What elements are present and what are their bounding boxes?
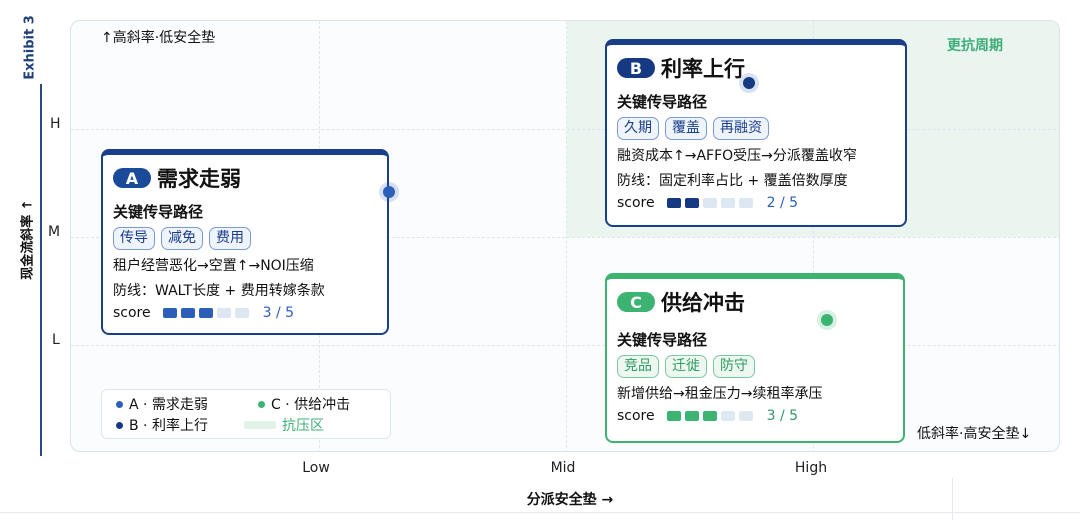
legend-item-b: B · 利率上行 (116, 415, 208, 435)
score-segment (720, 198, 735, 208)
score-segment (198, 308, 213, 318)
legend-dot-icon (258, 400, 265, 408)
tag-chip: 费用 (209, 227, 251, 250)
tag-chip: 传导 (113, 227, 155, 250)
score-segment (234, 308, 249, 318)
left-rule (40, 84, 42, 456)
divider (0, 512, 1080, 513)
grid-line (813, 21, 814, 451)
score-value: 3 / 5 (766, 408, 799, 424)
card-title: 供给冲击 (661, 291, 745, 315)
grid-line (71, 345, 1059, 346)
scenario-card-a: A 需求走弱 关键传导路径 传导 减免 费用 租户经营恶化→空置↑→NOI压缩 … (101, 149, 389, 335)
tag-chip: 迁徙 (665, 355, 707, 378)
x-tick-high: High (794, 460, 828, 476)
card-path-text: 租户经营恶化→空置↑→NOI压缩 (113, 258, 314, 274)
x-tick-mid: Mid (550, 460, 576, 476)
x-axis-label: 分派安全垫 → (526, 492, 614, 508)
tag-chip: 减免 (161, 227, 203, 250)
divider (952, 478, 953, 520)
score-segment (702, 198, 717, 208)
score-segment (216, 308, 231, 318)
y-axis-label: 现金流斜率 ↑ (20, 199, 36, 280)
score-row: score 3 / 5 (113, 305, 375, 321)
legend-item-a: A · 需求走弱 (116, 394, 208, 414)
card-section-title: 关键传导路径 (113, 203, 204, 221)
corner-label-bottom-right: 低斜率·高安全垫↓ (917, 426, 1032, 442)
score-segment (666, 198, 681, 208)
y-tick-high: H (50, 116, 61, 132)
legend: A · 需求走弱 B · 利率上行 C · 供给冲击 抗压区 (101, 389, 391, 439)
legend-label: C · 供给冲击 (271, 397, 351, 413)
score-segment (738, 198, 753, 208)
score-segment (180, 308, 195, 318)
score-segment (666, 411, 681, 421)
scenario-card-c: C 供给冲击 关键传导路径 竞品 迁徙 防守 新增供给→租金压力→续租率承压 s… (605, 273, 905, 443)
x-tick-low: Low (302, 460, 330, 476)
card-title: 利率上行 (661, 57, 745, 81)
legend-label: A · 需求走弱 (129, 397, 208, 413)
scenario-marker-b (743, 77, 755, 89)
y-tick-mid: M (48, 224, 61, 240)
card-path-text: 融资成本↑→AFFO受压→分派覆盖收窄 (617, 148, 857, 164)
legend-item-zone: 抗压区 (244, 415, 324, 435)
score-segment (684, 411, 699, 421)
score-label: score (113, 305, 151, 321)
score-row: score 2 / 5 (617, 195, 893, 211)
card-badge: B (617, 58, 655, 78)
score-row: score 3 / 5 (617, 408, 891, 424)
tag-chip: 久期 (617, 117, 659, 140)
tag-chip: 再融资 (713, 117, 769, 140)
score-segment (702, 411, 717, 421)
exhibit-label: Exhibit 3 (22, 15, 38, 80)
grid-line (71, 129, 1059, 130)
legend-dot-icon (116, 400, 123, 408)
quadrant-plot: ↑高斜率·低安全垫 更抗周期 低斜率·高安全垫↓ A 需求走弱 关键传导路径 传… (70, 20, 1060, 452)
score-label: score (617, 195, 655, 211)
tag-chip: 覆盖 (665, 117, 707, 140)
grid-line (566, 21, 567, 451)
corner-label-top-left: ↑高斜率·低安全垫 (101, 30, 216, 46)
score-value: 3 / 5 (262, 305, 295, 321)
card-section-title: 关键传导路径 (617, 93, 708, 111)
legend-dot-icon (116, 421, 123, 429)
tag-chip: 竞品 (617, 355, 659, 378)
scenario-card-b: B 利率上行 关键传导路径 久期 覆盖 再融资 融资成本↑→AFFO受压→分派覆… (605, 39, 907, 227)
grid-line (71, 237, 1059, 238)
scenario-marker-a (383, 186, 395, 198)
score-segment (162, 308, 177, 318)
legend-label: 抗压区 (282, 418, 324, 434)
scenario-marker-c (821, 314, 833, 326)
card-section-title: 关键传导路径 (617, 331, 708, 349)
score-value: 2 / 5 (766, 195, 799, 211)
legend-item-c: C · 供给冲击 (258, 394, 350, 414)
legend-label: B · 利率上行 (129, 418, 208, 434)
y-tick-low: L (52, 332, 60, 348)
card-badge: A (113, 168, 151, 188)
card-path-text: 新增供给→租金压力→续租率承压 (617, 386, 823, 402)
score-label: score (617, 408, 655, 424)
zone-label: 更抗周期 (947, 38, 1003, 54)
score-segment (738, 411, 753, 421)
card-badge: C (617, 292, 655, 312)
score-segment (684, 198, 699, 208)
legend-zone-swatch (244, 421, 276, 429)
score-segment (720, 411, 735, 421)
card-title: 需求走弱 (157, 167, 241, 191)
card-defense-text: 防线：固定利率占比 + 覆盖倍数厚度 (617, 173, 848, 189)
tag-chip: 防守 (713, 355, 755, 378)
card-defense-text: 防线：WALT长度 + 费用转嫁条款 (113, 283, 325, 299)
